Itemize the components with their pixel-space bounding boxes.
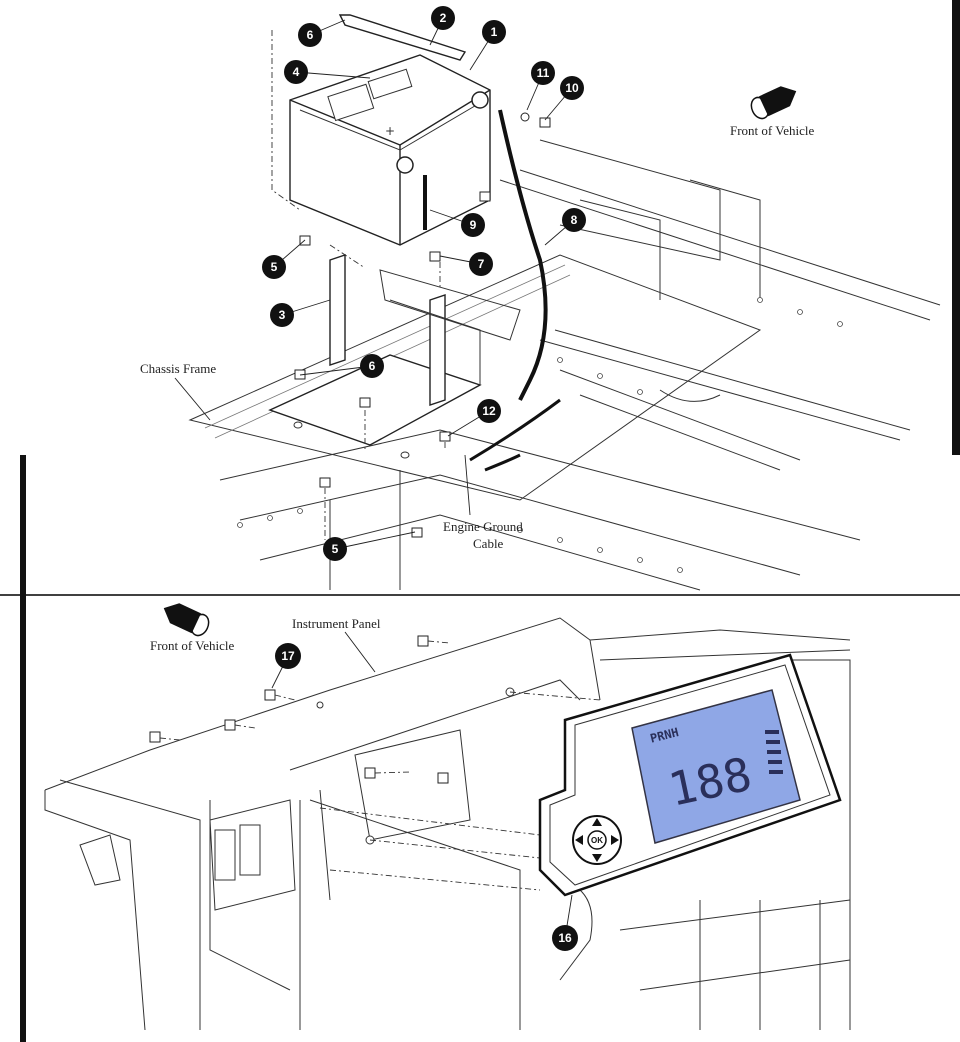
callout-9: 9 <box>461 213 485 237</box>
battery: + <box>289 54 491 246</box>
instrument-panel-label: Instrument Panel <box>292 616 381 631</box>
callout-1: 1 <box>482 20 506 44</box>
svg-text:3: 3 <box>279 308 286 322</box>
nav-buttons: OK <box>572 815 622 865</box>
left-edge-bar <box>20 455 26 1042</box>
lcd-gear-letters: PRNH <box>649 725 680 746</box>
hold-down-bracket <box>338 14 467 61</box>
callout-10: 10 <box>560 76 584 100</box>
callout-3: 3 <box>270 303 294 327</box>
bolts-bottom <box>149 635 449 784</box>
callout-5-lower: 5 <box>323 537 347 561</box>
ok-button-label: OK <box>591 836 603 845</box>
svg-text:12: 12 <box>482 404 496 418</box>
svg-text:10: 10 <box>565 81 579 95</box>
callout-11: 11 <box>531 61 555 85</box>
chassis-frame-drawing <box>188 139 941 591</box>
svg-text:8: 8 <box>571 213 578 227</box>
callout-8: 8 <box>562 208 586 232</box>
callout-17: 17 <box>275 643 301 669</box>
callout-12: 12 <box>477 399 501 423</box>
positive-cable <box>498 109 548 401</box>
battery-tray <box>268 254 521 459</box>
callout-16: 16 <box>552 925 578 951</box>
lcd-screen <box>631 689 801 844</box>
svg-text:+: + <box>385 124 395 138</box>
svg-text:5: 5 <box>271 260 278 274</box>
engine-ground-cable-label-line2: Cable <box>473 536 504 551</box>
front-of-vehicle-label-top: Front of Vehicle <box>730 123 814 138</box>
svg-text:2: 2 <box>440 11 447 25</box>
front-arrow-icon-bottom <box>163 603 210 637</box>
callout-5-upper: 5 <box>262 255 286 279</box>
front-arrow-icon <box>750 86 797 120</box>
callout-7: 7 <box>469 252 493 276</box>
callout-6-upper: 6 <box>298 23 322 47</box>
svg-text:17: 17 <box>281 649 295 663</box>
lcd-bar-graph <box>765 730 783 774</box>
svg-text:6: 6 <box>307 28 314 42</box>
right-edge-bar <box>952 0 960 455</box>
callout-2: 2 <box>431 6 455 30</box>
svg-text:9: 9 <box>470 218 477 232</box>
callout-6-lower: 6 <box>360 354 384 378</box>
engine-ground-cable-wire <box>469 398 561 462</box>
svg-text:4: 4 <box>293 65 300 79</box>
engine-ground-cable-label-line1: Engine Ground <box>443 519 523 534</box>
svg-text:5: 5 <box>332 542 339 556</box>
svg-text:7: 7 <box>478 257 485 271</box>
instrument-display: 188 PRNH OK <box>538 653 842 897</box>
svg-text:1: 1 <box>491 25 498 39</box>
dash-structure <box>44 617 851 1031</box>
front-of-vehicle-label-bottom: Front of Vehicle <box>150 638 234 653</box>
svg-text:11: 11 <box>537 66 550 80</box>
callout-4: 4 <box>284 60 308 84</box>
chassis-frame-label: Chassis Frame <box>140 361 216 376</box>
svg-text:16: 16 <box>558 931 572 945</box>
svg-text:6: 6 <box>369 359 376 373</box>
